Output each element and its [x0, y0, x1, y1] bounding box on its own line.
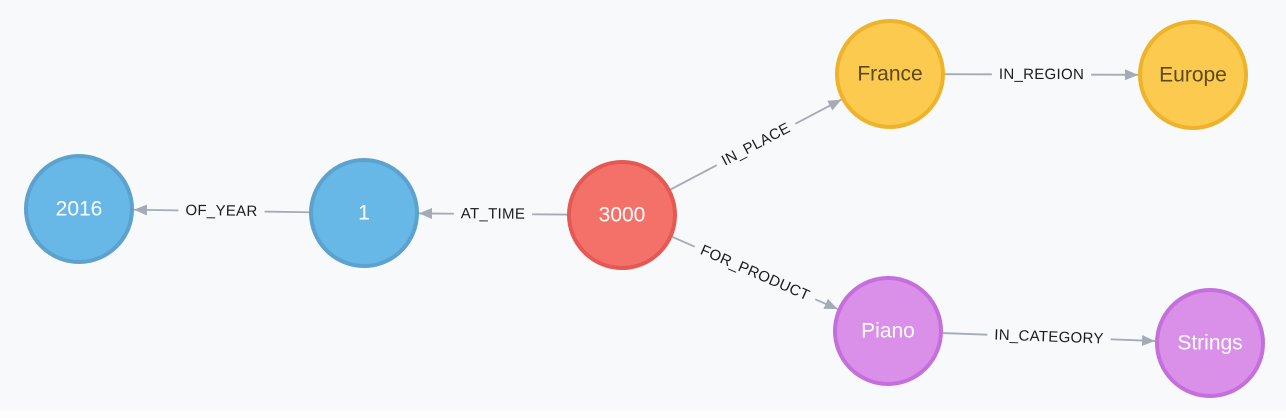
edge-label-background	[712, 115, 800, 174]
node-circle	[567, 160, 677, 270]
edge-label-background	[690, 238, 820, 308]
edge-label: FOR_PRODUCT	[698, 242, 812, 305]
graph-edge-in-category[interactable]: IN_CATEGORY	[942, 325, 1156, 349]
graph-node-3000[interactable]: 3000	[567, 160, 677, 270]
edge-label: IN_PLACE	[719, 120, 793, 170]
edge-label-background	[178, 200, 265, 222]
edge-label: IN_REGION	[999, 66, 1084, 83]
node-circle	[833, 276, 943, 386]
node-circle	[24, 154, 134, 264]
node-circle	[1138, 20, 1248, 130]
graph-node-1[interactable]: 1	[309, 158, 419, 268]
graph-node-france[interactable]: France	[835, 19, 945, 129]
graph-edge-of-year[interactable]: OF_YEAR	[133, 200, 310, 222]
edge-label: IN_CATEGORY	[994, 326, 1104, 347]
graph-node-strings[interactable]: Strings	[1155, 288, 1265, 398]
edge-label-background	[991, 64, 1092, 85]
edge-label-background	[453, 204, 533, 224]
edge-label: AT_TIME	[461, 205, 525, 222]
node-circle	[309, 158, 419, 268]
graph-edge-for-product[interactable]: FOR_PRODUCT	[672, 236, 838, 310]
node-circle	[1155, 288, 1265, 398]
edge-label-background	[986, 325, 1112, 349]
graph-node-2016[interactable]: 2016	[24, 154, 134, 264]
graph-node-europe[interactable]: Europe	[1138, 20, 1248, 130]
bottom-panel-edge	[0, 411, 1286, 418]
graph-node-piano[interactable]: Piano	[833, 276, 943, 386]
graph-edge-at-time[interactable]: AT_TIME	[418, 204, 568, 224]
graph-edge-in-region[interactable]: IN_REGION	[944, 64, 1139, 85]
node-circle	[835, 19, 945, 129]
graph-edge-in-place[interactable]: IN_PLACE	[670, 98, 842, 191]
edge-label: OF_YEAR	[185, 202, 257, 220]
